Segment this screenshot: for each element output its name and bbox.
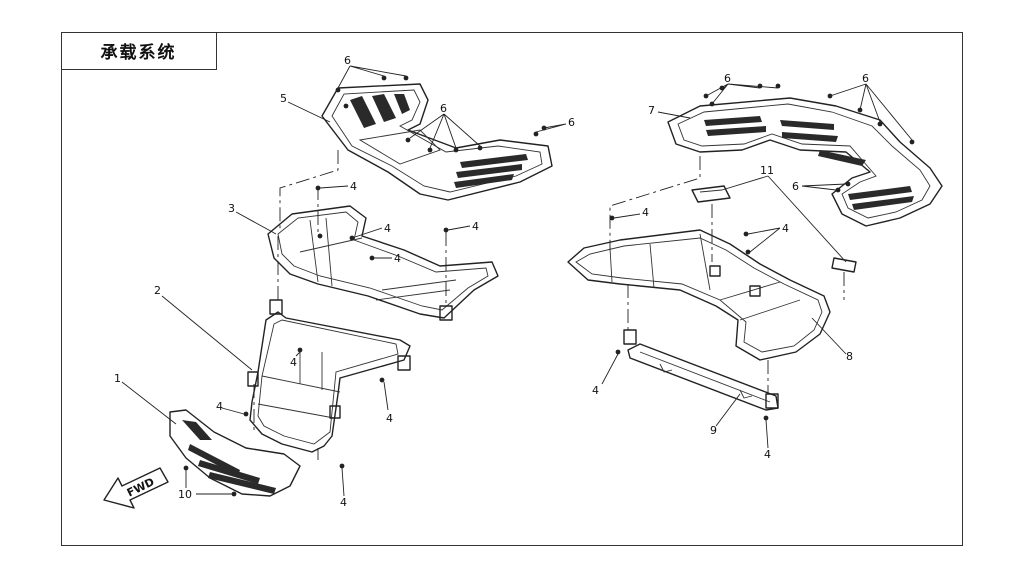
callout-4-frame-right: 4	[386, 412, 393, 425]
callout-5: 5	[280, 92, 287, 105]
callout-4-frame: 4	[290, 356, 297, 369]
callout-11: 11	[760, 164, 774, 177]
callout-1: 1	[114, 372, 121, 385]
rear-support-frame	[567, 229, 831, 361]
page-title: 承载系统	[61, 32, 217, 70]
callout-6-left-right: 6	[568, 116, 575, 129]
callout-4-right: 4	[472, 220, 479, 233]
front-support-frame	[267, 205, 499, 321]
callout-6-left-mid: 6	[440, 102, 447, 115]
leader-dash-7-frame	[609, 156, 701, 250]
callout-4-bumper: 4	[216, 400, 223, 413]
callout-4-upper: 4	[350, 180, 357, 193]
callout-4-rear-bottom: 4	[592, 384, 599, 397]
callout-6-left-top: 6	[344, 54, 351, 67]
callout-3: 3	[228, 202, 235, 215]
callout-10: 10	[178, 488, 192, 501]
rubber-pad-upper	[691, 185, 731, 203]
callout-leaders	[121, 65, 913, 497]
front-upper-rack	[321, 83, 553, 201]
callout-9: 9	[710, 424, 717, 437]
callout-6-right-far: 6	[862, 72, 869, 85]
leader-dash-5-3	[279, 150, 339, 230]
callout-4-rear-left: 4	[642, 206, 649, 219]
callout-4-rear-bar: 4	[764, 448, 771, 461]
forward-direction-arrow-icon: FWD	[103, 467, 169, 509]
fwd-label: FWD	[125, 475, 157, 499]
callout-6-right-lower: 6	[792, 180, 799, 193]
callout-7: 7	[648, 104, 655, 117]
callout-4-mid: 4	[384, 222, 391, 235]
callout-4-bottom: 4	[340, 496, 347, 509]
callout-6-right-top: 6	[724, 72, 731, 85]
drawing-frame	[61, 32, 963, 546]
callout-8: 8	[846, 350, 853, 363]
callout-4-center: 4	[394, 252, 401, 265]
rear-cross-bar	[623, 329, 779, 411]
rubber-pad-lower	[831, 257, 857, 273]
front-bumper-guard	[169, 409, 301, 497]
front-bumper-frame	[247, 311, 411, 453]
callout-4-rear-mid: 4	[782, 222, 789, 235]
callout-2: 2	[154, 284, 161, 297]
rear-upper-rack	[667, 97, 943, 227]
